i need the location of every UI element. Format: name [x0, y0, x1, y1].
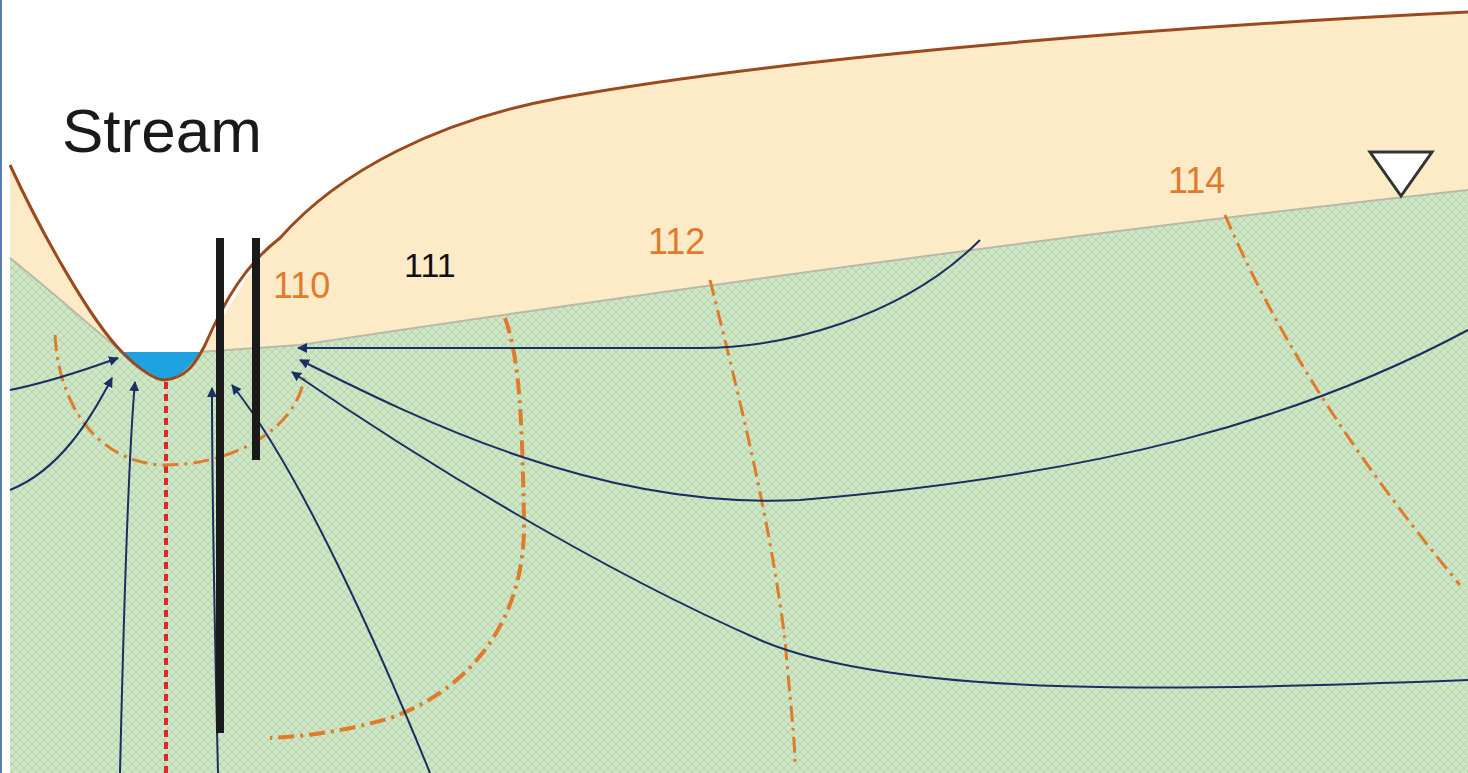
head-value: 110 — [273, 268, 330, 304]
head-value: 112 — [648, 224, 705, 260]
flow-line — [120, 382, 135, 773]
head-value: 111 — [404, 248, 456, 282]
water-table-symbol — [1370, 152, 1432, 196]
equipotential-lines — [55, 215, 1460, 765]
equipotential-114 — [1225, 215, 1460, 585]
flow-line — [298, 240, 980, 348]
saturated-zone — [10, 190, 1468, 773]
stream-label: Stream — [62, 100, 262, 162]
stream-water — [120, 352, 200, 380]
flow-line — [232, 385, 430, 773]
ground-surface — [10, 12, 1468, 380]
head-value: 114 — [1168, 163, 1225, 199]
flow-line — [10, 358, 118, 390]
flow-line — [300, 330, 1468, 501]
flow-line — [292, 372, 1468, 688]
black-bar — [252, 238, 260, 460]
black-bar — [216, 238, 224, 733]
water-table — [10, 190, 1468, 352]
equipotential-110 — [55, 335, 305, 465]
flow-lines — [10, 240, 1468, 773]
flow-divide — [164, 382, 168, 773]
frame-edge — [0, 0, 2, 773]
flow-line — [10, 378, 112, 490]
equipotential-111 — [270, 318, 524, 738]
equipotential-112 — [710, 280, 795, 765]
